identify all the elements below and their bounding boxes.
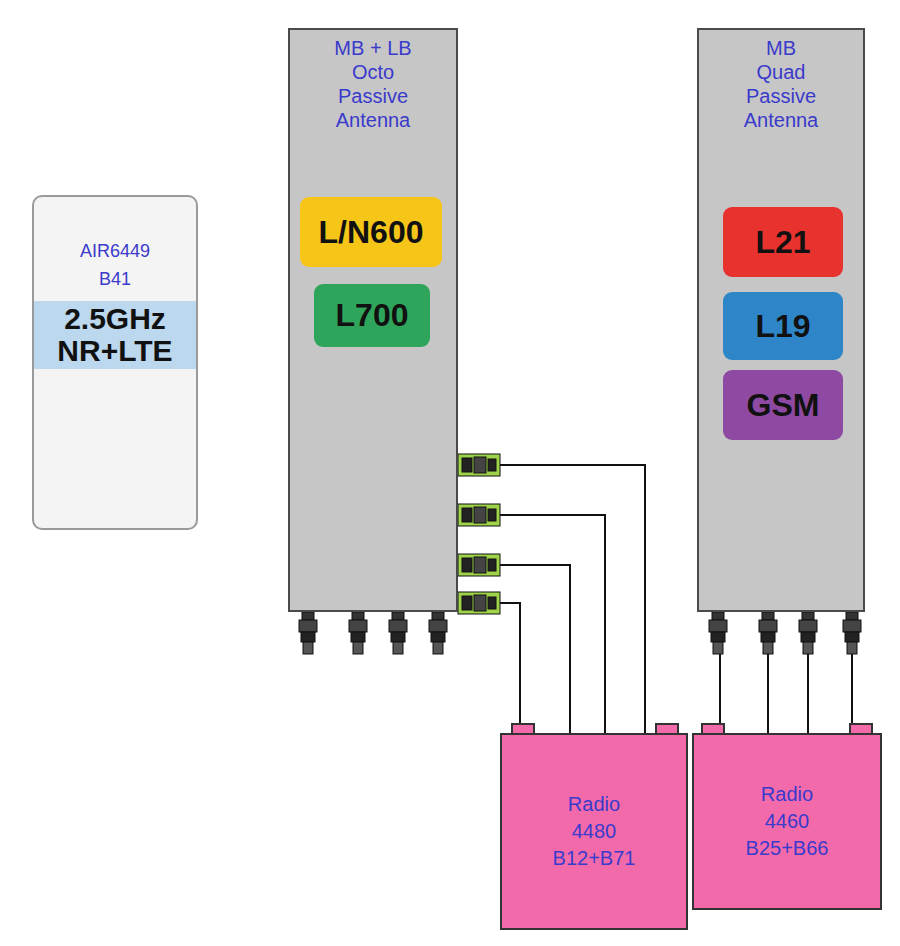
rf-cable <box>458 465 645 733</box>
rf-cable <box>458 565 570 733</box>
rf-connector <box>799 612 817 654</box>
band-name: L19 <box>755 308 810 345</box>
radio-unit: Radio 4480 B12+B71 <box>500 733 688 930</box>
band-label: L/N600 <box>300 197 442 267</box>
passive-antenna: MB + LB Octo Passive AntennaL/N600L700 <box>288 28 458 612</box>
node-label: Radio 4460 B25+B66 <box>740 781 835 862</box>
rf-cable <box>458 603 520 733</box>
band-name: GSM <box>747 387 820 424</box>
node-label: MB + LB Octo Passive Antenna <box>327 36 419 132</box>
passive-antenna: MB Quad Passive AntennaL21L19GSM <box>697 28 865 612</box>
band-name: L/N600 <box>319 214 424 251</box>
rf-connector <box>349 612 367 654</box>
rf-connector <box>458 504 500 526</box>
rf-connector <box>458 554 500 576</box>
rf-connector <box>709 612 727 654</box>
rf-connector <box>458 592 500 614</box>
band-label: GSM <box>723 370 843 440</box>
node-label: AIR6449 B41 <box>70 237 160 293</box>
rf-cable <box>458 515 605 733</box>
rf-connector <box>389 612 407 654</box>
antenna-unit: AIR6449 B41 2.5GHz NR+LTE <box>32 195 198 530</box>
rf-connector <box>429 612 447 654</box>
band-name: L700 <box>336 297 409 334</box>
rf-connector <box>843 612 861 654</box>
band-label: L19 <box>723 292 843 360</box>
radio-unit: Radio 4460 B25+B66 <box>692 733 882 910</box>
band-label: L21 <box>723 207 843 277</box>
rf-connector <box>759 612 777 654</box>
node-label: Radio 4480 B12+B71 <box>547 791 642 872</box>
band-label: L700 <box>314 284 430 347</box>
band-name: L21 <box>755 224 810 261</box>
node-label: 2.5GHz NR+LTE <box>34 301 196 369</box>
rf-connector <box>299 612 317 654</box>
rf-connector <box>458 454 500 476</box>
node-label: MB Quad Passive Antenna <box>741 36 821 132</box>
